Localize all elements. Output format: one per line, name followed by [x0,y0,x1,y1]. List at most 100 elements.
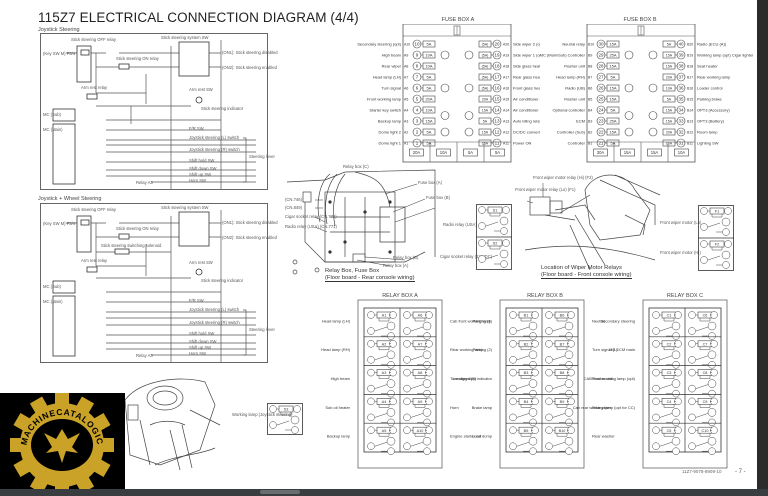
gear-logo-icon: MACHINECATALOGIC [10,393,114,496]
relay-code: B7 [560,342,565,346]
relay-unit: C5 [652,426,682,455]
page-title: 115Z7 ELECTRICAL CONNECTION DIAGRAM (4/4… [38,10,359,25]
relay-unit: A10 [403,426,433,455]
schematic-wheel: (Key SW M) F3/4 Stick steering OFF relay… [40,203,278,363]
caption-line-1: Location of Wiper Motor Relays [541,265,622,271]
on-relay-label: Stick steering ON relay [116,56,159,61]
relay-code: C6 [703,314,708,318]
spare-fuse-rating: 15A [651,150,659,155]
relay-code: A3 [382,371,387,375]
connector-label: (CN.849) [285,205,302,210]
relay-a3-label: Relay A3 [136,180,153,185]
relay-unit: B6 [545,311,575,340]
fuse-number: 31 [678,141,684,146]
horizontal-scrollbar-thumb[interactable] [260,490,300,494]
relay-unit: C4 [652,397,682,427]
relay-unit: C9 [688,397,718,427]
shift-up-label: Shift up SW [189,172,212,177]
fuse-label: Front glass heater (opt) [513,86,540,91]
relay-function-label: Head lamp (RH) [321,347,351,352]
relay-function-label: Head lamp (LH) [322,318,351,323]
fuse-number: 6 [416,86,419,91]
relay-code: A4 [382,400,387,404]
fuse-label: Head lamp (RH) [556,75,586,80]
relay-unit: B1 [509,311,539,340]
fuse-pin: B14 [687,109,693,113]
fuse-pin: B4 [588,109,592,113]
power-source-circle [648,111,658,120]
fuse-number: 40 [678,42,684,47]
relay-function-label: Cab front working lamp [450,318,492,323]
relay-box-b-title: RELAY BOX B [527,293,563,299]
relay-function-label: DG ECM main [609,347,635,352]
system-sw-label: Stick steering system SW [161,205,209,210]
fuse-rating: 15A [609,130,616,135]
relay-a3-label: Relay A3 [136,353,153,358]
relay-unit: C8 [688,368,718,398]
power-source-circle [624,127,634,137]
relay-unit: C1 [652,311,682,340]
spare-fuse: 5A [490,148,505,157]
fuse-rating: 15A [482,109,489,113]
fuse-rating: 5A [427,141,432,146]
joy-l-label: Joystick steering (L) switch [189,135,240,140]
relay-code: A9 [418,400,423,404]
fuse-label: DC/DC converter [513,130,540,135]
fuse-rating: 20A [666,76,673,80]
fuse-label: Air conditioner 1 [513,108,540,113]
fuse-rating: 5A [483,120,488,124]
fuse-rating: 5A [667,98,672,102]
fuse-pin: A20 [503,43,509,47]
fuse-pin: A1 [404,142,408,146]
front-console-illustration [524,174,661,271]
fuse-pin: A14 [503,109,509,113]
off-relay-label: Stick steering OFF relay [71,37,116,42]
steering-relay: S3 [267,403,303,435]
indicator-label: Stick steering indicator [201,106,244,111]
fuse-label: Lighting SW [697,141,719,146]
fuse-number: 29 [598,53,604,58]
fuse-pin: B7 [588,76,592,80]
fuse-pin: B17 [687,76,693,80]
relay-code: C5 [667,429,672,433]
indicator-label: Stick steering indicator [201,278,244,283]
fuse-rating: (5A) [482,65,489,69]
fuse-pin: A4 [404,109,408,113]
fuse-pin: A17 [503,76,509,80]
fuse-rating: 10A [425,64,432,69]
fuse-number: 20 [494,42,500,47]
relay-function-label: Secondary steering [601,318,635,323]
fuse-pin: B10 [588,43,594,47]
relay-function-label: Cab rear working lamp (opt for CC) [573,405,636,410]
relay-function-label: Brake lamp [472,405,493,410]
power-source-circle [624,111,634,120]
steering-lever-label: Steering lever [249,327,275,332]
fuse-rating: 10A [425,108,432,113]
fuse-pin: B12 [687,131,693,135]
fuse-pin: A6 [404,87,408,91]
fuse-box-b-title: FUSE BOX B [623,17,657,23]
fuse-label: Side wiper 1 (opt) [513,53,540,58]
section-label-wheel: Joystick + Wheel Steering [38,196,102,202]
relay-code: F1 [715,210,719,214]
relay-unit: S1 [478,206,510,235]
fuse-rating: 5A [427,75,432,80]
spare-fuse: 30A [593,148,608,157]
fuse-rating: 5A [427,130,432,135]
relay-code: A1 [382,314,387,318]
fuse-pin: B8 [588,65,592,69]
fuse-rating: 5A [611,108,616,113]
relay-unit: C10 [688,426,718,455]
fuse-number: 30 [598,42,604,47]
fuse-number: 15 [494,97,500,102]
relay-code: C1 [667,314,672,318]
fuse-number: 26 [598,86,604,91]
relay-code: C9 [703,400,708,404]
